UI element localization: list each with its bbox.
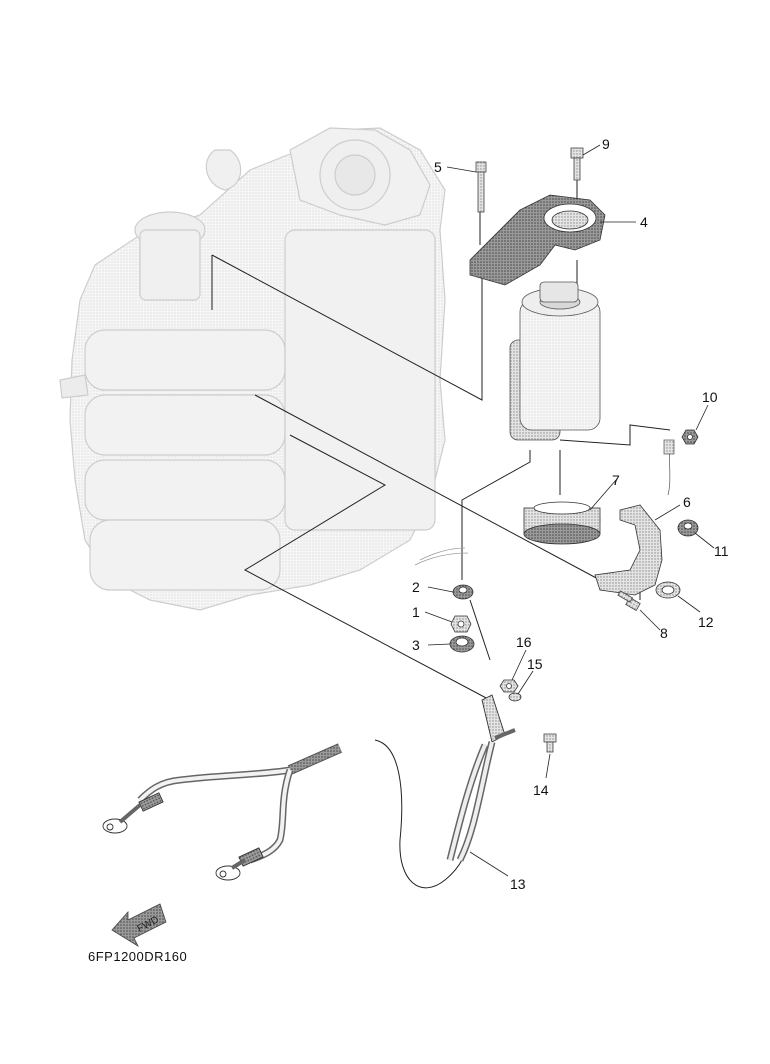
callout-11: 11 xyxy=(714,543,729,559)
part-8-bolt[interactable] xyxy=(617,590,641,612)
callout-6: 6 xyxy=(683,494,691,510)
callout-1: 1 xyxy=(412,604,420,620)
part-13-cable[interactable] xyxy=(446,694,516,862)
callout-3: 3 xyxy=(412,637,420,653)
part-15-washer[interactable] xyxy=(508,692,522,702)
part-6-bracket[interactable] xyxy=(594,504,663,596)
part-3-clamp[interactable] xyxy=(449,635,475,653)
callout-5: 5 xyxy=(434,159,442,175)
sub-harness xyxy=(414,547,469,566)
part-10-nut[interactable] xyxy=(681,429,699,445)
part-11-grommet[interactable] xyxy=(677,519,699,537)
callout-2: 2 xyxy=(412,579,420,595)
callout-4: 4 xyxy=(640,214,648,230)
part-7-band[interactable] xyxy=(523,501,601,545)
part-16-nut[interactable] xyxy=(499,679,519,693)
part-5-bolt[interactable] xyxy=(475,161,487,213)
diagram-code: 6FP1200DR160 xyxy=(88,949,188,964)
callout-16: 16 xyxy=(516,634,532,650)
callout-13: 13 xyxy=(510,876,526,892)
terminal-cable xyxy=(663,439,675,496)
callout-8: 8 xyxy=(660,625,668,641)
part-2-grommet[interactable] xyxy=(452,584,474,600)
callout-numbers: 5 9 4 10 7 6 11 12 8 2 1 3 16 15 14 13 xyxy=(412,136,729,892)
callout-10: 10 xyxy=(702,389,718,405)
engine-block xyxy=(59,127,446,611)
callout-7: 7 xyxy=(612,472,620,488)
part-4-bracket[interactable] xyxy=(469,194,606,286)
battery-cable xyxy=(102,743,343,881)
part-12-clip[interactable] xyxy=(655,581,681,599)
callout-leaders xyxy=(424,144,715,877)
starter-motor xyxy=(509,281,601,441)
callout-14: 14 xyxy=(533,782,549,798)
fwd-arrow: FWD xyxy=(111,903,167,948)
callout-15: 15 xyxy=(527,656,543,672)
part-9-bolt[interactable] xyxy=(570,147,584,181)
callout-12: 12 xyxy=(698,614,714,630)
part-1-nut[interactable] xyxy=(450,615,472,633)
callout-9: 9 xyxy=(602,136,610,152)
part-14-bolt[interactable] xyxy=(543,733,557,753)
